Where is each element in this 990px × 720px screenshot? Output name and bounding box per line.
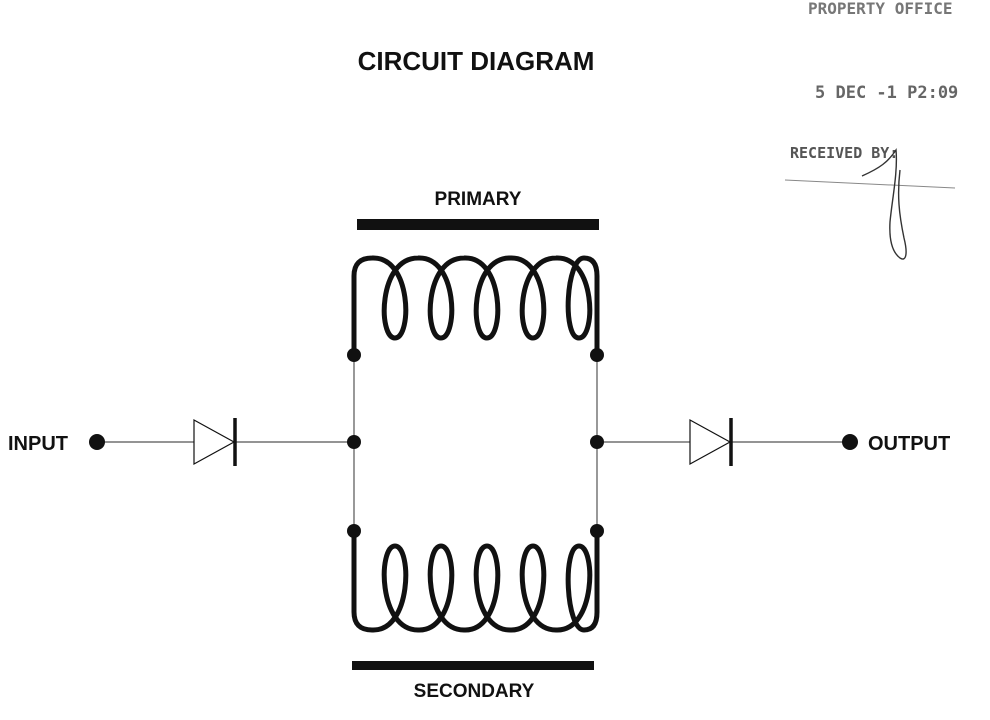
secondary-right-terminal (590, 524, 604, 538)
secondary-core-bar (352, 661, 594, 670)
input-diode (193, 418, 237, 466)
primary-label: PRIMARY (435, 189, 522, 210)
secondary-coil (351, 532, 600, 633)
signature-scribble (861, 147, 907, 260)
left-center-node (347, 435, 361, 449)
stamp-date-text: 5 DEC -1 P2:09 (815, 83, 958, 103)
diagram-title: CIRCUIT DIAGRAM (358, 46, 595, 76)
right-center-node (590, 435, 604, 449)
input-label: INPUT (8, 433, 68, 455)
primary-core-bar (357, 219, 599, 230)
output-label: OUTPUT (868, 433, 950, 455)
primary-left-terminal (347, 348, 361, 362)
primary-right-terminal (590, 348, 604, 362)
received-stamp: PROPERTY OFFICE 5 DEC -1 P2:09 RECEIVED … (784, 0, 958, 260)
stamp-received-text: RECEIVED BY: (790, 144, 898, 162)
secondary-label: SECONDARY (414, 681, 535, 702)
output-diode-triangle (689, 418, 732, 466)
primary-coil (351, 255, 600, 353)
output-terminal-dot (842, 434, 858, 450)
input-terminal-dot (89, 434, 105, 450)
stamp-signature-line (784, 179, 956, 189)
stamp-office-text: PROPERTY OFFICE (808, 0, 953, 18)
input-diode-triangle (193, 418, 236, 466)
secondary-left-terminal (347, 524, 361, 538)
output-diode (689, 418, 733, 466)
